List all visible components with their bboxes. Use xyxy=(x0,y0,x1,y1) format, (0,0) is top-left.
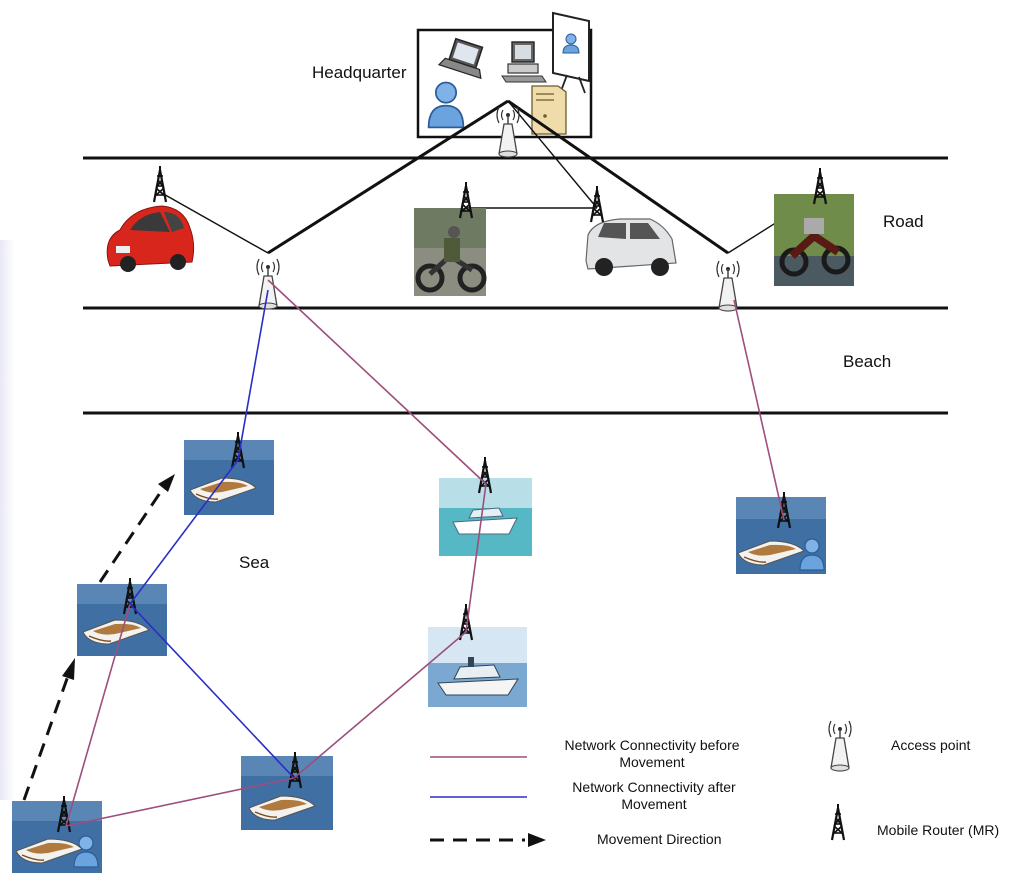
motorbike-icon xyxy=(414,208,487,296)
beach-label: Beach xyxy=(843,352,892,371)
after-link xyxy=(237,289,269,461)
legend-access-point-label: Access point xyxy=(891,737,971,753)
legend-after-line1: Network Connectivity after xyxy=(572,779,736,795)
mobile-router-icon xyxy=(152,164,168,204)
yacht-icon xyxy=(428,627,527,707)
boat-icon xyxy=(77,584,167,656)
boat-icon xyxy=(184,440,274,515)
server-icon xyxy=(531,85,567,135)
movement-arrowhead xyxy=(158,474,175,492)
car-link xyxy=(159,191,269,254)
legend-before-label: Network Connectivity before Movement xyxy=(552,737,752,771)
hq-to-jeep-link xyxy=(507,100,598,209)
legend-before-line2: Movement xyxy=(619,754,685,770)
before-link xyxy=(65,603,131,827)
movement-arrow xyxy=(98,489,164,583)
before-link xyxy=(65,777,295,827)
legend-after-line2: Movement xyxy=(621,796,687,812)
whiteboard-icon xyxy=(552,11,590,94)
access-point-icon xyxy=(256,258,280,310)
boat-icon xyxy=(241,756,333,830)
car-icon xyxy=(106,205,195,272)
legend-before-line1: Network Connectivity before xyxy=(564,737,740,753)
before-link xyxy=(465,483,487,633)
before-link xyxy=(293,631,467,779)
legend-direction-label: Movement Direction xyxy=(597,831,722,847)
after-link xyxy=(129,459,239,605)
desktop-icon xyxy=(501,41,547,83)
sea-label: Sea xyxy=(239,553,270,572)
access-point-icon xyxy=(716,260,740,312)
movement-arrow xyxy=(22,675,70,801)
after-link xyxy=(129,603,295,779)
access-point-icon xyxy=(828,720,852,772)
backbone-link-right xyxy=(507,99,729,255)
page-edge-shading xyxy=(0,240,14,800)
headquarter-label: Headquarter xyxy=(312,63,407,82)
motorbike-icon xyxy=(774,194,854,286)
mobile-router-icon xyxy=(830,802,846,842)
laptop-icon xyxy=(437,37,484,80)
before-link xyxy=(267,279,487,485)
before-link xyxy=(733,299,785,521)
road-label: Road xyxy=(883,212,924,231)
legend-direction-arrowhead xyxy=(528,833,546,847)
backbone-link-left xyxy=(267,99,509,255)
legend-after-label: Network Connectivity after Movement xyxy=(556,779,752,813)
movement-arrowhead xyxy=(62,658,75,680)
car-icon xyxy=(585,218,677,276)
legend-mobile-router-label: Mobile Router (MR) xyxy=(877,822,1000,838)
